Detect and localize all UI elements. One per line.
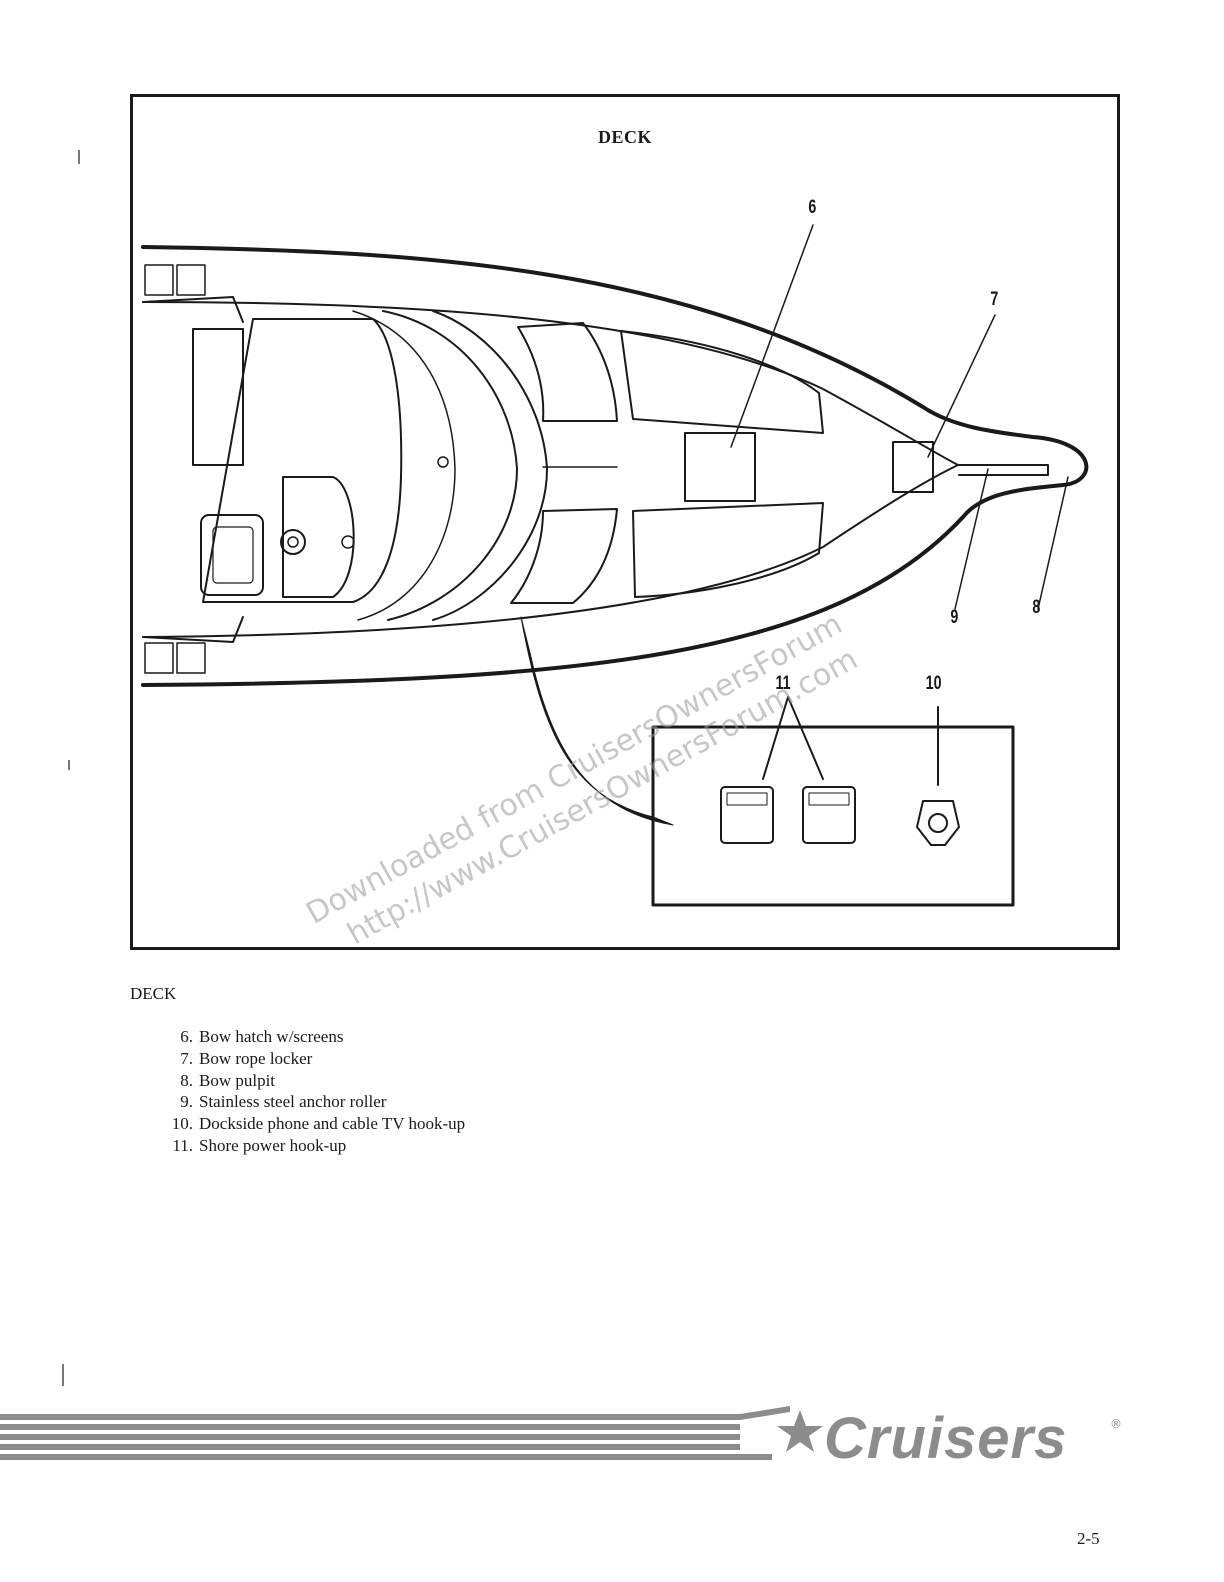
bridge-deck	[203, 319, 401, 602]
legend-number: 9.	[160, 1091, 199, 1113]
legend-text: Bow pulpit	[199, 1070, 275, 1092]
legend-number: 7.	[160, 1048, 199, 1070]
sun-pad-upper	[621, 331, 823, 433]
legend-item: 7.Bow rope locker	[160, 1048, 465, 1070]
deck-drawing	[133, 97, 1117, 947]
phone-tv-outlet	[917, 801, 959, 845]
bow-hatch	[685, 433, 755, 501]
page-number: 2-5	[1077, 1529, 1100, 1549]
legend-item: 6.Bow hatch w/screens	[160, 1026, 465, 1048]
legend-item: 11.Shore power hook-up	[160, 1135, 465, 1157]
callout-6: 6	[808, 197, 816, 219]
legend-text: Bow rope locker	[199, 1048, 312, 1070]
callout-7: 7	[990, 289, 998, 311]
windshield-lower	[511, 509, 617, 603]
rope-locker	[893, 442, 933, 492]
scan-mark	[68, 760, 70, 770]
deck-figure: DECK	[130, 94, 1120, 950]
hull-outline	[143, 247, 1086, 685]
legend-text: Shore power hook-up	[199, 1135, 346, 1157]
legend-number: 11.	[160, 1135, 199, 1157]
legend-number: 10.	[160, 1113, 199, 1135]
section-heading: DECK	[130, 984, 176, 1004]
callout-10: 10	[926, 673, 942, 695]
legend-number: 8.	[160, 1070, 199, 1092]
scan-mark	[62, 1364, 64, 1386]
legend-text: Bow hatch w/screens	[199, 1026, 343, 1048]
legend-number: 6.	[160, 1026, 199, 1048]
helm-wheel	[281, 530, 305, 554]
legend-text: Stainless steel anchor roller	[199, 1091, 386, 1113]
bridge-seat	[193, 329, 243, 465]
registered-mark: ®	[1110, 1417, 1122, 1431]
legend-item: 10.Dockside phone and cable TV hook-up	[160, 1113, 465, 1135]
deck-edge	[143, 302, 958, 637]
bow-pulpit	[959, 465, 1048, 475]
callout-8: 8	[1032, 597, 1040, 619]
legend-item: 9.Stainless steel anchor roller	[160, 1091, 465, 1113]
legend-list: 6.Bow hatch w/screens 7.Bow rope locker …	[160, 1026, 465, 1157]
legend-text: Dockside phone and cable TV hook-up	[199, 1113, 465, 1135]
bridge-arc-outer	[383, 311, 517, 620]
footer-logo-band: Cruisers ®	[0, 1396, 1224, 1476]
sun-pad-lower	[633, 503, 823, 597]
brand-logo: Cruisers	[824, 1406, 1067, 1471]
star-icon	[777, 1410, 823, 1452]
callout-9: 9	[950, 607, 958, 629]
shore-power-outlets	[721, 787, 855, 843]
legend-item: 8.Bow pulpit	[160, 1070, 465, 1092]
scan-mark	[78, 150, 80, 164]
